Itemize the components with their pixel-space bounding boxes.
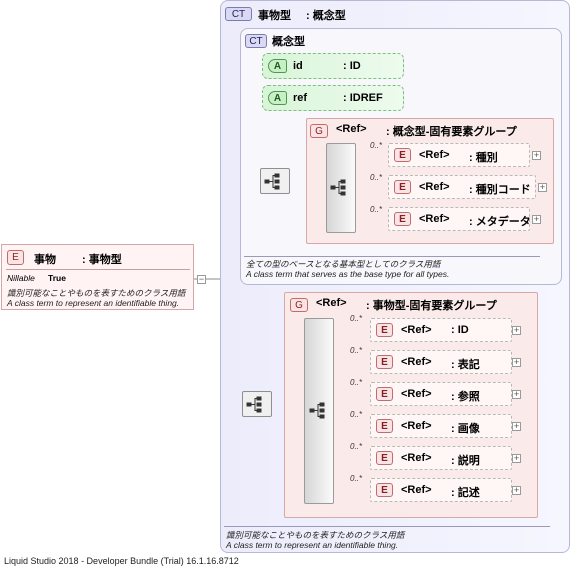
complex-type-tag-icon: CT (225, 7, 252, 21)
attribute-ref[interactable]: A ref : IDREF (262, 85, 404, 111)
own-group-sequence (304, 318, 334, 504)
element-name: : 種別コード (469, 184, 531, 196)
element-tag-icon: E (7, 250, 24, 265)
multiplicity: 0..* (370, 205, 383, 214)
expand-icon[interactable]: + (512, 325, 521, 335)
multiplicity: 0..* (370, 141, 383, 150)
element-tag-icon: E (394, 212, 411, 226)
complex-type-desc-ja: 識別可能なことやものを表すためのクラス用語 (226, 530, 405, 540)
group-tag-icon: G (310, 124, 328, 138)
element-ref: <Ref> (401, 452, 432, 464)
element-ref: <Ref> (401, 484, 432, 496)
element-shubetsu[interactable]: E <Ref> : 種別 (388, 143, 530, 167)
multiplicity: 0..* (350, 314, 363, 323)
element-gazo[interactable]: E <Ref> : 画像 (370, 414, 512, 438)
element-id[interactable]: E <Ref> : ID (370, 318, 512, 342)
attribute-name: id (293, 60, 303, 72)
element-ref: <Ref> (401, 324, 432, 336)
element-name: : 説明 (451, 455, 480, 467)
nillable-value: True (48, 273, 66, 283)
sequence-compositor-icon[interactable] (242, 391, 272, 417)
attribute-tag-icon: A (268, 91, 287, 105)
element-tag-icon: E (394, 148, 411, 162)
root-element[interactable]: E 事物 : 事物型 Nillable True 識別可能なことやものを表すため… (1, 244, 194, 310)
sequence-icon (309, 401, 331, 424)
base-type-desc-separator (244, 256, 540, 257)
base-type-tag-icon: CT (245, 34, 267, 48)
multiplicity: 0..* (350, 474, 363, 483)
element-kijutsu[interactable]: E <Ref> : 記述 (370, 478, 512, 502)
element-name: : 参照 (451, 391, 480, 403)
expand-icon[interactable]: + (532, 150, 541, 160)
element-hyoki[interactable]: E <Ref> : 表記 (370, 350, 512, 374)
element-name: : 表記 (451, 359, 480, 371)
complex-type-name: 事物型 (258, 10, 291, 22)
expand-icon[interactable]: + (512, 357, 521, 367)
collapse-icon[interactable]: − (197, 274, 206, 284)
attribute-type: : IDREF (343, 92, 383, 104)
element-name: : ID (451, 324, 469, 336)
expand-icon[interactable]: + (538, 182, 547, 192)
base-group-name: : 概念型-固有要素グループ (386, 126, 517, 138)
element-metadata[interactable]: E <Ref> : メタデータ (388, 207, 531, 231)
element-ref: <Ref> (401, 388, 432, 400)
root-element-type: : 事物型 (82, 254, 122, 266)
multiplicity: 0..* (350, 378, 363, 387)
root-desc-en: A class term to represent an identifiabl… (7, 298, 180, 308)
multiplicity: 0..* (350, 346, 363, 355)
root-separator (6, 269, 190, 270)
complex-type-base: : 概念型 (306, 10, 346, 22)
own-group-name: : 事物型-固有要素グループ (366, 300, 497, 312)
expand-icon[interactable]: + (512, 421, 521, 431)
element-ref: <Ref> (419, 213, 450, 225)
element-ref: <Ref> (401, 420, 432, 432)
element-name: : 種別 (469, 152, 498, 164)
element-tag-icon: E (376, 355, 393, 369)
attribute-tag-icon: A (268, 59, 287, 73)
sequence-compositor-icon[interactable] (260, 168, 290, 194)
expand-icon[interactable]: + (512, 389, 521, 399)
sequence-icon (330, 178, 352, 201)
nillable-label: Nillable (7, 273, 35, 283)
element-setsumei[interactable]: E <Ref> : 説明 (370, 446, 512, 470)
base-type-desc-en: A class term that serves as the base typ… (246, 269, 450, 279)
element-ref: <Ref> (419, 149, 450, 161)
multiplicity: 0..* (350, 410, 363, 419)
complex-type-desc-en: A class term to represent an identifiabl… (226, 540, 399, 550)
expand-icon[interactable]: + (512, 485, 521, 495)
element-sansho[interactable]: E <Ref> : 参照 (370, 382, 512, 406)
own-group-ref: <Ref> (316, 297, 347, 309)
footer-text: Liquid Studio 2018 - Developer Bundle (T… (4, 556, 239, 566)
group-tag-icon: G (290, 298, 308, 312)
element-tag-icon: E (376, 419, 393, 433)
attribute-type: : ID (343, 60, 361, 72)
element-ref: <Ref> (401, 356, 432, 368)
element-shubetsu-code[interactable]: E <Ref> : 種別コード (388, 175, 536, 199)
root-element-name: 事物 (34, 254, 56, 266)
multiplicity: 0..* (370, 173, 383, 182)
element-ref: <Ref> (419, 181, 450, 193)
complex-type-desc-separator (224, 526, 550, 527)
multiplicity: 0..* (350, 442, 363, 451)
element-tag-icon: E (376, 451, 393, 465)
expand-icon[interactable]: + (532, 214, 541, 224)
base-group-ref: <Ref> (336, 123, 367, 135)
base-type-desc-ja: 全ての型のベースとなる基本型としてのクラス用語 (246, 259, 441, 269)
element-tag-icon: E (376, 387, 393, 401)
base-type-name: 概念型 (272, 36, 305, 48)
attribute-name: ref (293, 92, 308, 104)
element-name: : 記述 (451, 487, 480, 499)
element-tag-icon: E (376, 483, 393, 497)
element-tag-icon: E (394, 180, 411, 194)
element-tag-icon: E (376, 323, 393, 337)
attribute-id[interactable]: A id : ID (262, 53, 404, 79)
root-desc-ja: 識別可能なことやものを表すためのクラス用語 (7, 288, 186, 298)
expand-icon[interactable]: + (512, 453, 521, 463)
element-name: : メタデータ (469, 216, 531, 228)
element-name: : 画像 (451, 423, 480, 435)
